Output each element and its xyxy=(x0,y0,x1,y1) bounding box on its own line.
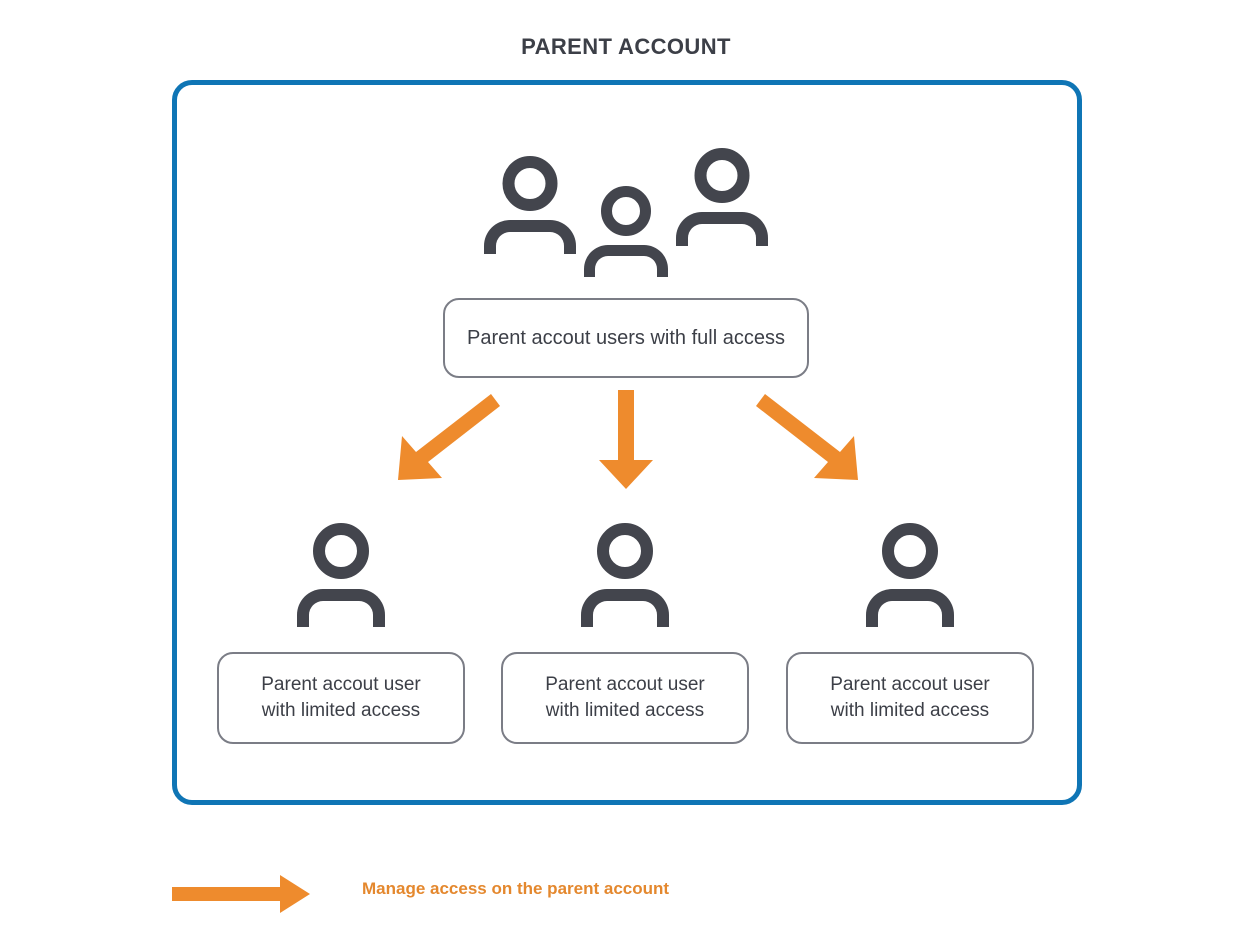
user-head-icon xyxy=(882,523,938,579)
limited-access-label-wrapper: Parent accout user with limited access xyxy=(545,672,704,723)
user-head-icon xyxy=(601,186,651,236)
legend-label: Manage access on the parent account xyxy=(362,879,670,898)
limited-access-label-line1: Parent accout user xyxy=(830,674,990,696)
user-icon xyxy=(484,156,576,254)
user-icon xyxy=(297,523,385,627)
parent-full-access-box: Parent accout users with full access xyxy=(443,298,809,378)
user-icon xyxy=(581,523,669,627)
user-head-icon xyxy=(313,523,369,579)
user-icon xyxy=(676,148,768,246)
arrow-down-left-icon xyxy=(398,394,500,480)
user-head-icon xyxy=(694,148,750,203)
user-body-icon xyxy=(297,589,385,627)
user-icon xyxy=(584,186,668,277)
limited-access-label-line1: Parent accout user xyxy=(545,674,705,696)
user-head-icon xyxy=(597,523,653,579)
user-icon xyxy=(866,523,954,627)
limited-access-box: Parent accout user with limited access xyxy=(217,652,465,744)
parent-full-access-label: Parent accout users with full access xyxy=(467,326,785,349)
three-users-icon xyxy=(484,148,768,278)
user-body-icon xyxy=(484,220,576,254)
limited-access-label-line2: with limited access xyxy=(830,700,990,721)
user-body-icon xyxy=(581,589,669,627)
user-head-icon xyxy=(502,156,558,211)
limited-access-box: Parent accout user with limited access xyxy=(786,652,1034,744)
limited-access-box: Parent accout user with limited access xyxy=(501,652,749,744)
limited-access-label-line2: with limited access xyxy=(545,700,705,721)
arrow-right-icon xyxy=(172,875,310,913)
limited-access-label-wrapper: Parent accout user with limited access xyxy=(261,672,420,723)
limited-access-label-line2: with limited access xyxy=(261,700,421,721)
limited-access-label-wrapper: Parent accout user with limited access xyxy=(830,672,989,723)
user-body-icon xyxy=(676,212,768,246)
user-body-icon xyxy=(866,589,954,627)
arrow-down-right-icon xyxy=(756,394,858,480)
user-body-icon xyxy=(584,245,668,277)
arrow-down-icon xyxy=(599,390,653,489)
page-title: PARENT ACCOUNT xyxy=(521,34,731,59)
legend: Manage access on the parent account xyxy=(172,872,872,913)
limited-access-label-line1: Parent accout user xyxy=(261,674,421,696)
